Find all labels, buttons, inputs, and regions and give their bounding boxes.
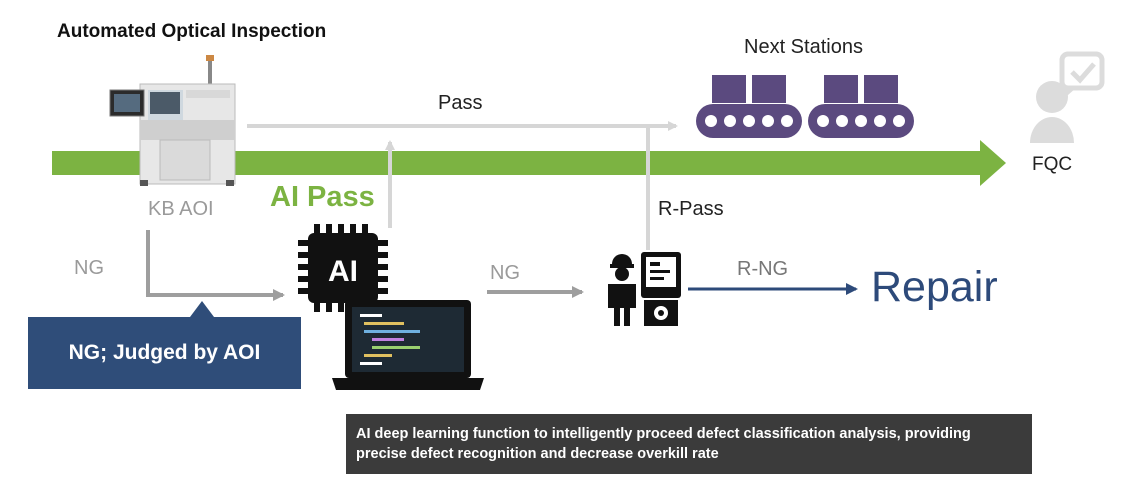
description-text: AI deep learning function to intelligent… [356, 426, 971, 462]
ng-box-pointer [190, 301, 214, 317]
pass-label: Pass [438, 92, 483, 114]
ng-judged-box: NG; Judged by AOI [28, 317, 301, 389]
ng-ai-label: NG [490, 262, 520, 284]
ai-pass-label: AI Pass [270, 181, 375, 213]
r-pass-label: R-Pass [658, 198, 724, 220]
conveyor-icon [808, 75, 914, 138]
next-stations-label: Next Stations [744, 36, 863, 58]
ng-judged-text: NG; Judged by AOI [68, 341, 261, 364]
aoi-machine-icon [109, 55, 236, 186]
ng-to-ai-arrow [146, 230, 285, 301]
conveyor-icon [696, 75, 802, 138]
description-box: AI deep learning function to intelligent… [346, 414, 1032, 474]
r-ng-label: R-NG [737, 258, 789, 280]
ai-chip-text: AI [328, 255, 358, 288]
diagram-title: Automated Optical Inspection [57, 21, 327, 42]
repair-label: Repair [871, 263, 998, 311]
kb-aoi-label: KB AOI [148, 198, 214, 220]
ai-chip-icon: AI [298, 224, 388, 312]
ng-aoi-label: NG [74, 257, 104, 279]
fqc-label: FQC [1032, 154, 1073, 175]
laptop-code-icon [332, 300, 484, 390]
fqc-inspector-icon [1030, 51, 1105, 143]
operator-station-icon [608, 252, 681, 326]
